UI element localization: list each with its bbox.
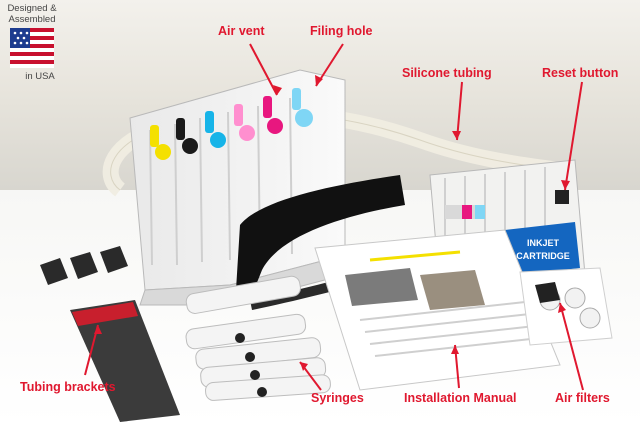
badge-line-assembled: Assembled — [8, 14, 56, 25]
syringes-group — [185, 275, 331, 401]
cartridge-label-line1: INKJET — [527, 238, 560, 248]
ink-caps — [150, 88, 313, 160]
label-air-filters: Air filters — [555, 391, 610, 405]
label-silicone-tubing: Silicone tubing — [402, 66, 492, 80]
badge-line-designed: Designed & — [7, 3, 57, 14]
reset-button-chip — [555, 190, 569, 204]
installation-manual — [314, 229, 561, 391]
air-filters — [519, 267, 613, 346]
made-in-usa-badge: Designed & Assembled in USA — [4, 2, 60, 86]
tubing-bracket-clips — [40, 246, 128, 285]
label-reset-button: Reset button — [542, 66, 619, 80]
badge-line-usa: in USA — [25, 71, 55, 82]
us-flag-icon — [10, 28, 54, 68]
label-syringes: Syringes — [311, 391, 364, 405]
cartridge-label-line2: CARTRIDGE — [516, 251, 570, 261]
label-tubing-brackets: Tubing brackets — [20, 380, 116, 394]
annotation-pointers — [84, 43, 584, 391]
ink-tank-dividers — [149, 97, 293, 266]
label-filing-hole: Filing hole — [310, 24, 373, 38]
label-installation-manual: Installation Manual — [404, 391, 517, 405]
annotation-arrowheads — [94, 75, 570, 371]
label-air-vent: Air vent — [218, 24, 265, 38]
black-cover — [236, 175, 405, 300]
cartridge-label — [505, 222, 580, 276]
